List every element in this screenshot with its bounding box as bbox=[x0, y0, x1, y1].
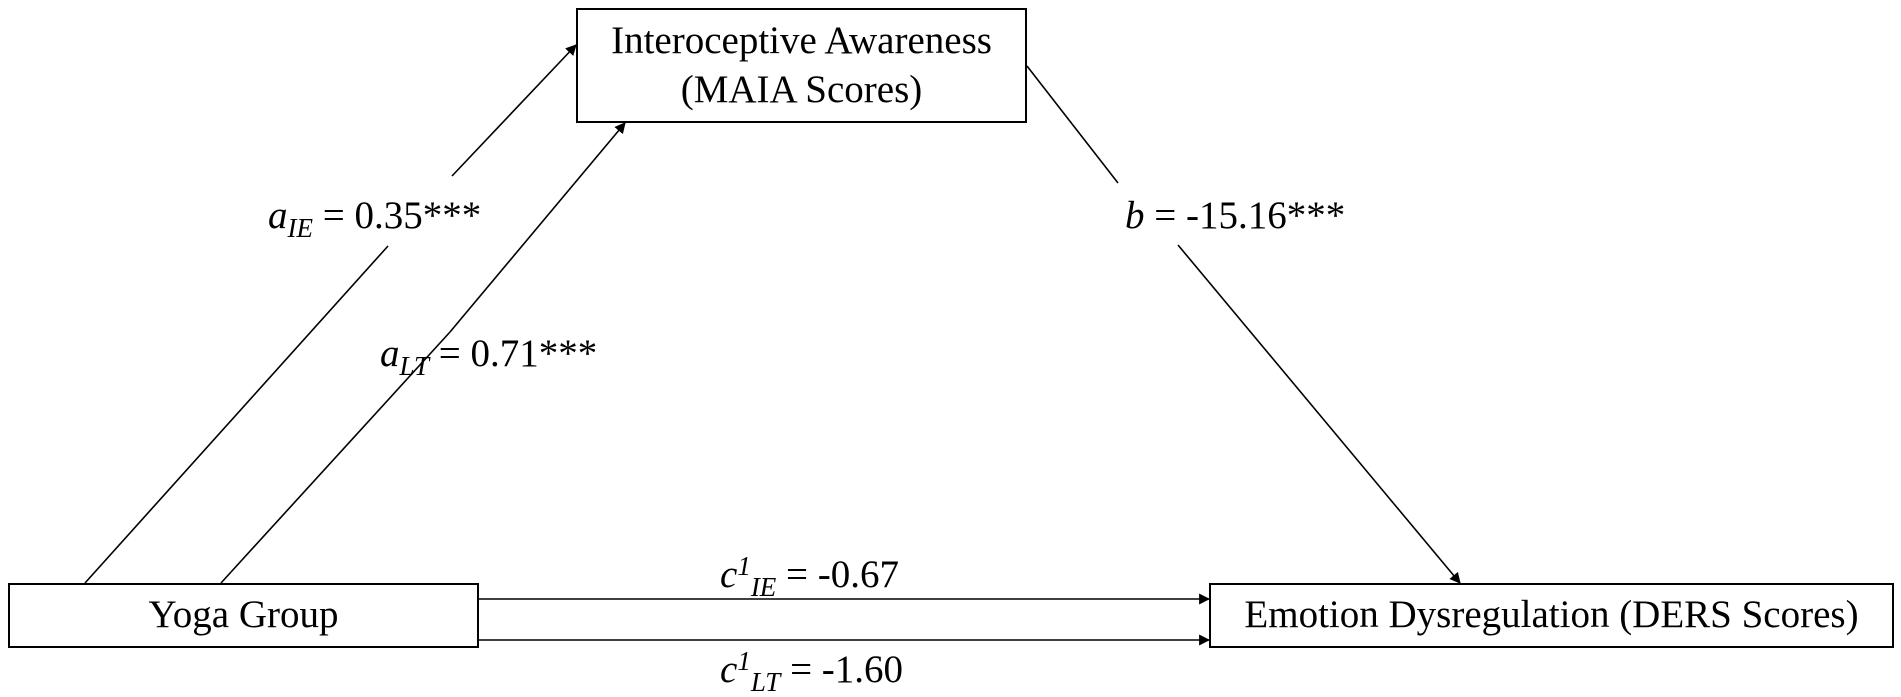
path-symbol: c bbox=[720, 648, 738, 691]
path-label-c-ie: c1IE = -0.67 bbox=[720, 552, 900, 601]
outcome-label: Emotion Dysregulation (DERS Scores) bbox=[1244, 593, 1859, 637]
mediator-title-line2: (MAIA Scores) bbox=[680, 67, 923, 111]
path-symbol: c bbox=[720, 553, 738, 596]
path-symbol: a bbox=[268, 194, 288, 237]
path-label-b: b = -15.16*** bbox=[1125, 196, 1345, 235]
path-subscript: IE bbox=[287, 213, 313, 244]
path-value: = -1.60 bbox=[780, 648, 904, 691]
predictor-label: Yoga Group bbox=[148, 593, 339, 637]
arrow-a-ie-lower bbox=[84, 245, 389, 584]
path-value: = -15.16*** bbox=[1144, 194, 1346, 237]
path-label-c-lt: c1LT = -1.60 bbox=[720, 647, 904, 696]
outcome-box: Emotion Dysregulation (DERS Scores) bbox=[1209, 583, 1894, 648]
predictor-box: Yoga Group bbox=[8, 583, 479, 648]
path-symbol: b bbox=[1125, 194, 1145, 237]
mediator-box: Interoceptive Awareness (MAIA Scores) bbox=[576, 8, 1027, 123]
path-symbol: a bbox=[380, 332, 400, 375]
arrow-a-lt-lower bbox=[220, 331, 451, 584]
arrow-a-lt-upper bbox=[449, 122, 626, 333]
path-superscript: 1 bbox=[737, 550, 751, 581]
path-subscript: LT bbox=[750, 667, 781, 697]
path-label-a-lt: aLT = 0.71*** bbox=[380, 332, 598, 380]
path-value: = 0.71*** bbox=[429, 332, 598, 375]
arrow-a-ie-upper bbox=[451, 44, 577, 177]
mediator-title-line1: Interoceptive Awareness bbox=[611, 18, 992, 62]
path-value: = -0.67 bbox=[776, 553, 900, 596]
path-value: = 0.35*** bbox=[312, 194, 482, 237]
arrow-b-upper bbox=[1026, 65, 1119, 184]
path-subscript: LT bbox=[399, 351, 430, 382]
path-label-a-ie: aIE = 0.35*** bbox=[268, 194, 482, 242]
path-superscript: 1 bbox=[737, 645, 751, 676]
arrow-b-lower bbox=[1177, 244, 1461, 584]
path-subscript: IE bbox=[750, 572, 777, 603]
